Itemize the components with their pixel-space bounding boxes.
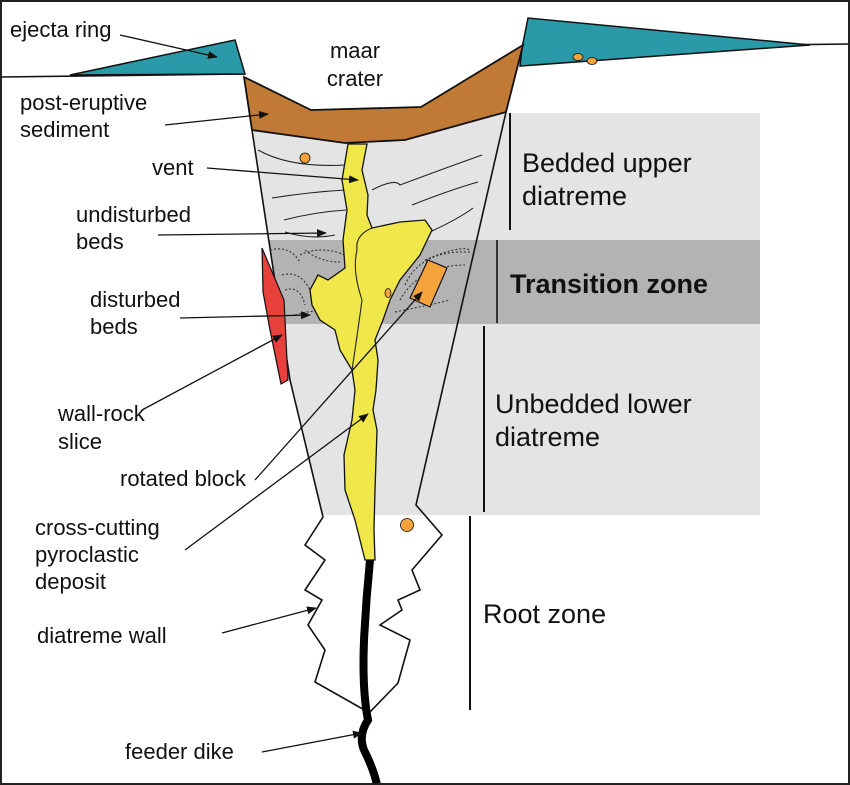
label-undisturbed-beds: beds [76,229,124,254]
label-maar: maar [330,38,380,63]
label-crater: crater [327,66,383,91]
label-deposit: deposit [35,569,106,594]
label-ejecta-ring: ejecta ring [10,17,112,42]
arrow-rotated-block [254,291,423,481]
arrow-diatreme-wall [221,606,317,634]
label-wall-rock: wall-rock [57,401,146,426]
clast [299,152,311,164]
disturbed-bed [281,273,311,291]
label-disturbed: disturbed [90,287,181,312]
label-diatreme-wall: diatreme wall [37,623,167,648]
label-disturbed-beds: beds [90,314,138,339]
diatreme-wall-right [369,111,507,713]
label-post-eruptive: post-eruptive [20,90,147,115]
ejecta-clast [586,57,598,65]
arrow-sediment [164,110,269,126]
label-sediment: sediment [20,117,109,142]
arrow-cross-cutting [184,413,369,551]
disturbed-bed [424,248,471,261]
bed-line [371,154,483,191]
zone-unbedded-lower-1: Unbedded lower [495,389,692,419]
bed-line [429,207,474,233]
clast [384,288,392,298]
label-pyroclastic: pyroclastic [35,542,139,567]
arrow-wall-rock [141,334,283,411]
disturbed-bed [394,299,451,313]
arrow-vent [206,167,359,184]
zone-bedded-upper-2: diatreme [522,181,627,211]
bed-line [283,209,347,221]
zone-bedded-upper-1: Bedded upper [522,148,692,178]
bed-line [271,189,346,199]
zone-unbedded-lower-2: diatreme [495,422,600,452]
disturbed-bed [284,288,306,306]
ejecta-clast [572,53,584,61]
disturbed-bed [269,248,301,263]
ejecta-ring-right [519,17,811,67]
clast [400,518,414,532]
vent-pyroclastic-deposit [309,143,433,561]
disturbed-bed [404,251,471,286]
country-rock-left [0,110,323,517]
bed-line [257,149,346,166]
label-vent: vent [152,155,194,180]
label-rotated-block: rotated block [120,466,247,491]
disturbed-bed [299,249,346,256]
label-slice: slice [58,429,102,454]
arrow-feeder-dike [261,730,363,753]
zone-root: Root zone [483,599,606,629]
bed-line [411,181,479,206]
zone-transition: Transition zone [510,269,708,299]
diatreme-wall-left [251,129,369,713]
ejecta-ring-left [69,39,247,76]
label-feeder-dike: feeder dike [125,739,234,764]
arrow-disturbed [179,311,311,320]
arrow-undisturbed [157,229,327,238]
label-cross-cutting: cross-cutting [35,515,160,540]
feeder-dike [357,559,381,785]
arrow-ejecta-ring [119,34,218,59]
band-unbedded-lower [255,324,760,515]
label-undisturbed: undisturbed [76,202,191,227]
vent-contact [351,227,373,371]
